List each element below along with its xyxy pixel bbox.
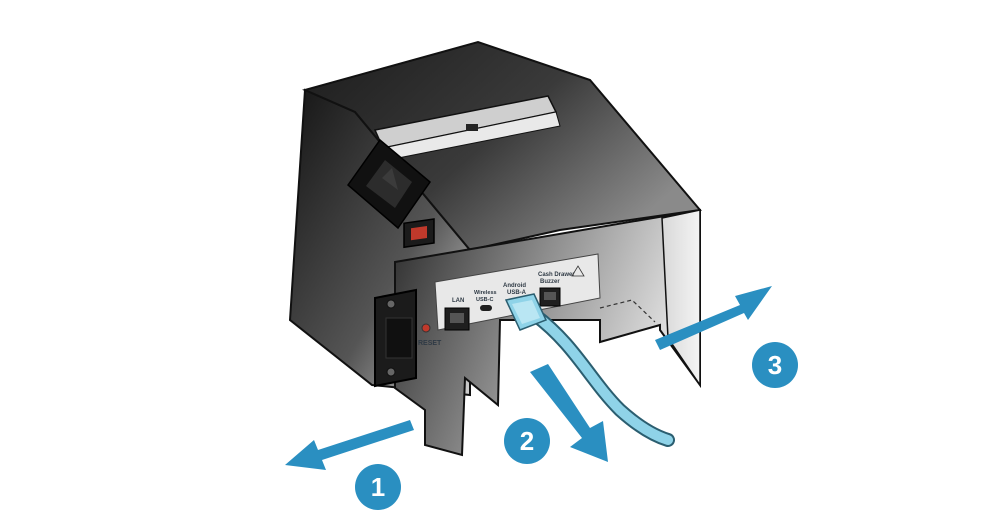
step-badge-3: 3 — [752, 342, 798, 388]
arrow-step-3 — [655, 286, 772, 350]
port-panel — [434, 253, 601, 331]
usb-a-cable — [504, 293, 675, 447]
arrow-step-1 — [285, 420, 414, 470]
svg-text:USB-C: USB-C — [476, 297, 493, 303]
usb-c-port: Wireless USB-C — [474, 290, 497, 311]
power-switch — [403, 218, 435, 249]
cash-drawer-port: Cash Drawer Buzzer — [538, 265, 585, 307]
svg-text:3: 3 — [768, 350, 782, 380]
step-badge-2: 2 — [504, 418, 550, 464]
svg-text:1: 1 — [371, 472, 385, 502]
reset-label: RESET — [418, 340, 442, 347]
cover-guide-dashed — [599, 299, 656, 323]
printer-body: RESET LAN Wireless USB-C Android USB-A C… — [288, 40, 702, 457]
svg-text:Wireless: Wireless — [474, 290, 497, 296]
svg-text:LAN: LAN — [452, 298, 464, 304]
svg-text:Cash Drawer: Cash Drawer — [538, 272, 575, 278]
svg-text:Buzzer: Buzzer — [540, 279, 560, 285]
step-badge-1: 1 — [355, 464, 401, 510]
reset-button — [421, 323, 431, 333]
arrow-step-2 — [530, 364, 608, 462]
printer-top-cover — [302, 40, 702, 252]
svg-text:2: 2 — [520, 426, 534, 456]
lan-port: LAN — [444, 298, 470, 331]
power-inlet — [374, 288, 417, 388]
cover-open-button — [346, 138, 432, 230]
usb-a-label-line1: Android — [503, 283, 526, 289]
usb-a-label-line2: USB-A — [507, 290, 527, 296]
